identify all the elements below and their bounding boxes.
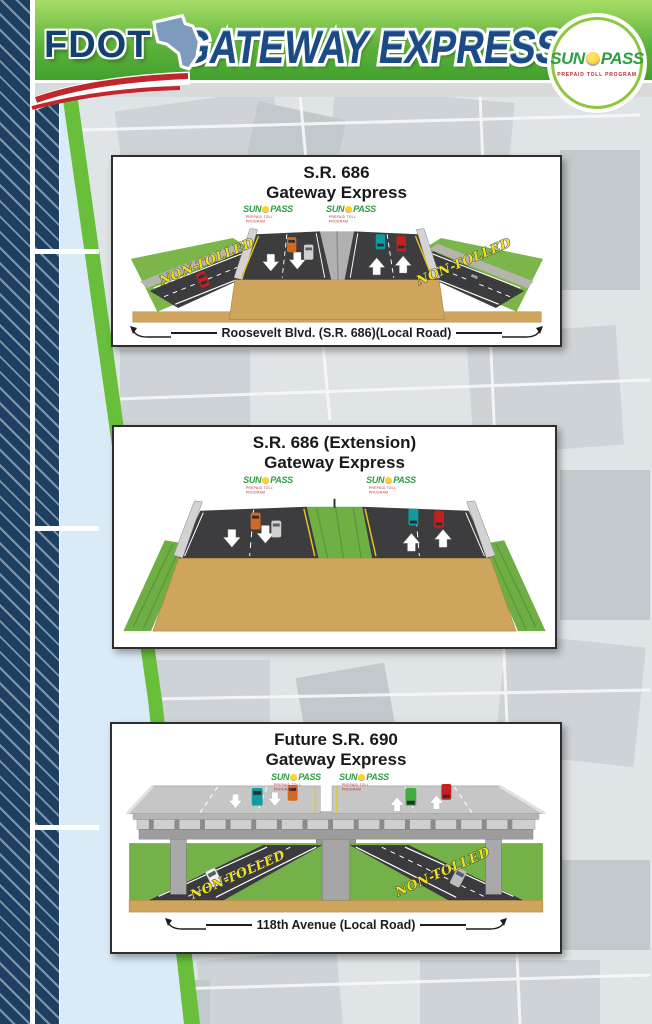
fdot-road-swoosh-icon xyxy=(31,71,191,110)
sunpass-sun-word: SUN xyxy=(550,48,585,68)
caption-dash-right xyxy=(456,332,503,334)
sunpass-badge: SUN PASS PREPAID TOLL PROGRAM xyxy=(550,20,644,106)
fdot-logo-text: FDOT xyxy=(44,24,152,66)
sunpass-wordmark: SUN PASS xyxy=(550,48,645,69)
panel1-caption: Roosevelt Blvd. (S.R. 686)(Local Road) xyxy=(113,326,560,340)
panel1-title-line2: Gateway Express xyxy=(266,183,407,203)
mini-tagline: PREPAID TOLL PROGRAM xyxy=(245,485,273,495)
caption-arrow-right-icon xyxy=(466,918,508,930)
panel-sr690: Future S.R. 690 Gateway Express SUN PASS … xyxy=(110,722,562,954)
mini-pass-word: PASS xyxy=(270,475,293,485)
sun-icon xyxy=(385,476,393,484)
stripe-band-inner xyxy=(35,0,59,1024)
page-title: GATEWAY EXPRESS GATEWAY EXPRESS xyxy=(173,18,574,78)
mini-pass-word: PASS xyxy=(366,772,389,782)
mini-tagline: PREPAID TOLL PROGRAM xyxy=(368,485,396,495)
section-tick-2 xyxy=(33,526,99,531)
panel3-title: Future S.R. 690 Gateway Express xyxy=(112,730,560,770)
sunpass-pass-word: PASS xyxy=(600,48,645,68)
sr686-cross-section-illustration: NON-TOLLED NON-TOLLED xyxy=(130,228,543,323)
mini-tagline: PREPAID TOLL PROGRAM xyxy=(245,214,273,224)
sunpass-mini-logo: SUN PASS PREPAID TOLL PROGRAM xyxy=(270,772,322,792)
florida-state-icon xyxy=(152,14,201,71)
right-grass-slope xyxy=(480,540,546,632)
caption-dash-left xyxy=(170,332,217,334)
stripe-band-outer xyxy=(0,0,30,1024)
mini-pass-word: PASS xyxy=(270,204,293,214)
sunpass-mini-logo: SUN PASS PREPAID TOLL PROGRAM xyxy=(325,204,377,224)
sun-icon xyxy=(358,773,366,781)
panel3-caption-text: 118th Avenue (Local Road) xyxy=(256,918,416,933)
mini-sun-word: SUN xyxy=(271,772,290,782)
mini-sun-word: SUN xyxy=(243,204,262,214)
sr690-elevated-illustration: NON-TOLLED NON-TOLLED xyxy=(126,784,546,913)
mini-sun-word: SUN xyxy=(243,475,262,485)
caption-dash-right xyxy=(420,924,467,926)
fdot-logo: FDOT xyxy=(31,14,201,110)
caption-arrow-left-icon xyxy=(129,326,171,338)
mini-sun-word: SUN xyxy=(326,204,345,214)
mini-tagline: PREPAID TOLL PROGRAM xyxy=(341,782,369,792)
panel3-title-line1: Future S.R. 690 xyxy=(274,730,398,749)
sun-icon xyxy=(585,51,600,66)
caption-arrow-left-icon xyxy=(164,918,206,930)
panel1-title: S.R. 686 Gateway Express xyxy=(113,163,560,203)
panel3-title-line2: Gateway Express xyxy=(265,750,407,770)
panel2-title-line2: Gateway Express xyxy=(264,453,405,473)
page-title-text: GATEWAY EXPRESS xyxy=(176,21,566,73)
panel-sr686-extension: S.R. 686 (Extension) Gateway Express SUN… xyxy=(112,425,557,649)
caption-dash-left xyxy=(205,924,252,926)
panel3-caption: 118th Avenue (Local Road) xyxy=(112,918,560,932)
mini-pass-word: PASS xyxy=(298,772,321,782)
header-gray-strip xyxy=(35,83,652,97)
sunpass-mini-logo: SUN PASS PREPAID TOLL PROGRAM xyxy=(242,475,294,495)
mini-pass-word: PASS xyxy=(393,475,416,485)
mini-tagline: PREPAID TOLL PROGRAM xyxy=(273,782,301,792)
sr686-extension-cross-section-illustration xyxy=(123,498,546,632)
mini-sun-word: SUN xyxy=(339,772,358,782)
sun-icon xyxy=(262,476,270,484)
header-banner xyxy=(35,0,652,83)
panel2-title: S.R. 686 (Extension) Gateway Express xyxy=(114,433,555,473)
sun-icon xyxy=(290,773,298,781)
sunpass-mini-logo: SUN PASS PREPAID TOLL PROGRAM xyxy=(338,772,390,792)
panel1-title-line1: S.R. 686 xyxy=(303,163,370,182)
sunpass-mini-logo: SUN PASS PREPAID TOLL PROGRAM xyxy=(242,204,294,224)
sunpass-mini-logo: SUN PASS PREPAID TOLL PROGRAM xyxy=(365,475,417,495)
panel2-title-line1: S.R. 686 (Extension) xyxy=(252,433,417,452)
mini-sun-word: SUN xyxy=(366,475,385,485)
panel1-caption-text: Roosevelt Blvd. (S.R. 686)(Local Road) xyxy=(221,326,452,341)
sunpass-tagline: PREPAID TOLL PROGRAM xyxy=(557,71,637,78)
mini-tagline: PREPAID TOLL PROGRAM xyxy=(328,214,356,224)
sun-icon xyxy=(262,205,270,213)
section-tick-1 xyxy=(33,249,99,254)
panel-sr686: S.R. 686 Gateway Express SUN PASS PREPAID… xyxy=(111,155,562,347)
lower-left-road xyxy=(148,845,323,901)
mini-pass-word: PASS xyxy=(353,204,376,214)
section-tick-3 xyxy=(33,825,99,830)
caption-arrow-right-icon xyxy=(502,326,544,338)
sun-icon xyxy=(345,205,353,213)
left-grass-slope xyxy=(123,540,189,632)
